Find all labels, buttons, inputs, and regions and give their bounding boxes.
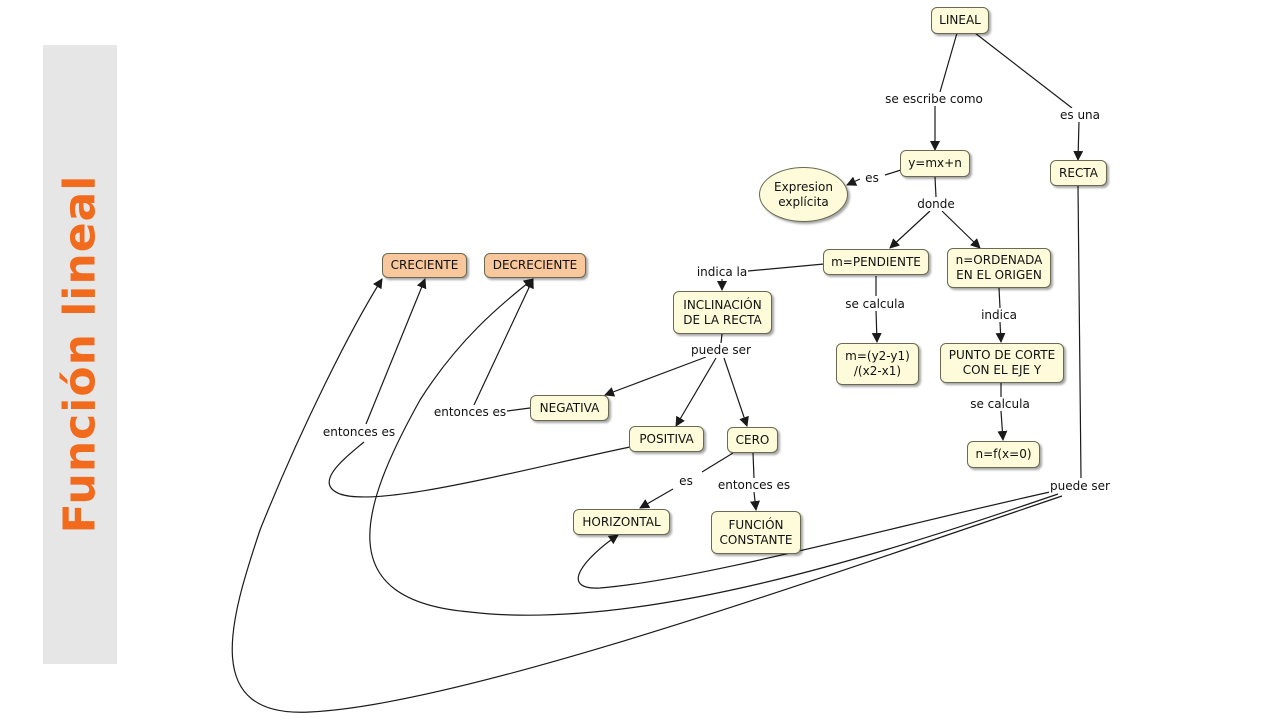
link-puedeser-horizontal (577, 491, 1051, 589)
link-pendiente-indicala (747, 263, 825, 272)
node-horizontal: HORIZONTAL (573, 509, 670, 535)
label-se-calcula-n: se calcula (969, 397, 1031, 411)
label-es-horizontal: es (678, 474, 694, 488)
label-es-expresion: es (864, 171, 880, 185)
link-puedeser-creciente (231, 278, 1063, 713)
link-esuna-recta (1073, 120, 1084, 161)
node-expresion-explicita: Expresion explícita (759, 167, 848, 222)
node-funcion-constante: FUNCIÓN CONSTANTE (711, 511, 801, 554)
link-puedeser-positiva (675, 357, 717, 427)
link-entonces-constante (750, 491, 760, 511)
label-se-calcula-m: se calcula (844, 297, 906, 311)
node-recta: RECTA (1050, 160, 1107, 186)
link-lineal-label (939, 32, 958, 93)
link-entonces-decreciente (473, 278, 534, 406)
link-puedeser-cero (723, 357, 749, 427)
label-es-una: es una (1058, 108, 1102, 122)
node-decreciente: DECRECIENTE (484, 253, 586, 278)
link-indica-puntocorte (995, 321, 1006, 343)
node-n-formula: n=f(x=0) (967, 441, 1040, 468)
node-lineal: LINEAL (931, 7, 989, 34)
label-puede-ser-recta: puede ser (1049, 479, 1111, 493)
node-m-pendiente: m=PENDIENTE (823, 249, 929, 275)
link-puedeser-decreciente (369, 278, 1059, 616)
label-indica: indica (980, 308, 1018, 322)
node-m-formula: m=(y2-y1) /(x2-x1) (836, 343, 919, 385)
link-cero-entonces (752, 452, 755, 479)
link-negativa-entonces (506, 407, 531, 412)
node-negativa: NEGATIVA (530, 395, 609, 421)
link-secalcula-nformula (997, 410, 1008, 441)
node-n-ordenada: n=ORDENADA EN EL ORIGEN (947, 248, 1051, 288)
node-y-mx-n: y=mx+n (900, 150, 970, 177)
link-donde-pendiente (889, 210, 931, 249)
link-cero-es (701, 452, 734, 473)
link-inclinacion-puedeser (720, 333, 723, 344)
link-lineal-esuna (974, 32, 1073, 109)
label-entonces-es-cero: entonces es (716, 478, 792, 492)
link-ymxn-donde (934, 176, 937, 198)
title-bar (43, 45, 117, 664)
link-ymxn-es (884, 169, 902, 176)
link-es-expresion (846, 176, 861, 186)
link-positiva-entonces (328, 441, 631, 498)
label-donde: donde (916, 197, 956, 211)
link-secalcula-mformula (871, 309, 882, 343)
link-donde-ordenada (941, 210, 981, 249)
node-creciente: CRECIENTE (382, 253, 467, 278)
node-inclinacion: INCLINACIÓN DE LA RECTA (673, 291, 772, 334)
label-se-escribe-como: se escribe como (884, 92, 984, 106)
node-positiva: POSITIVA (629, 426, 704, 452)
link-entonces-creciente (365, 278, 427, 425)
link-puedeser-negativa (604, 356, 707, 397)
label-entonces-es-negativa: entonces es (432, 405, 508, 419)
link-es-horizontal (639, 488, 674, 509)
node-punto-corte: PUNTO DE CORTE CON EL EJE Y (940, 343, 1064, 383)
link-ordenada-indica (998, 287, 1001, 309)
label-entonces-es-positiva: entonces es (321, 425, 397, 439)
node-cero: CERO (727, 427, 778, 453)
label-indica-la: indica la (695, 265, 749, 279)
link-recta-puedeser (1077, 185, 1082, 479)
label-puede-ser-inclinacion: puede ser (690, 343, 752, 357)
